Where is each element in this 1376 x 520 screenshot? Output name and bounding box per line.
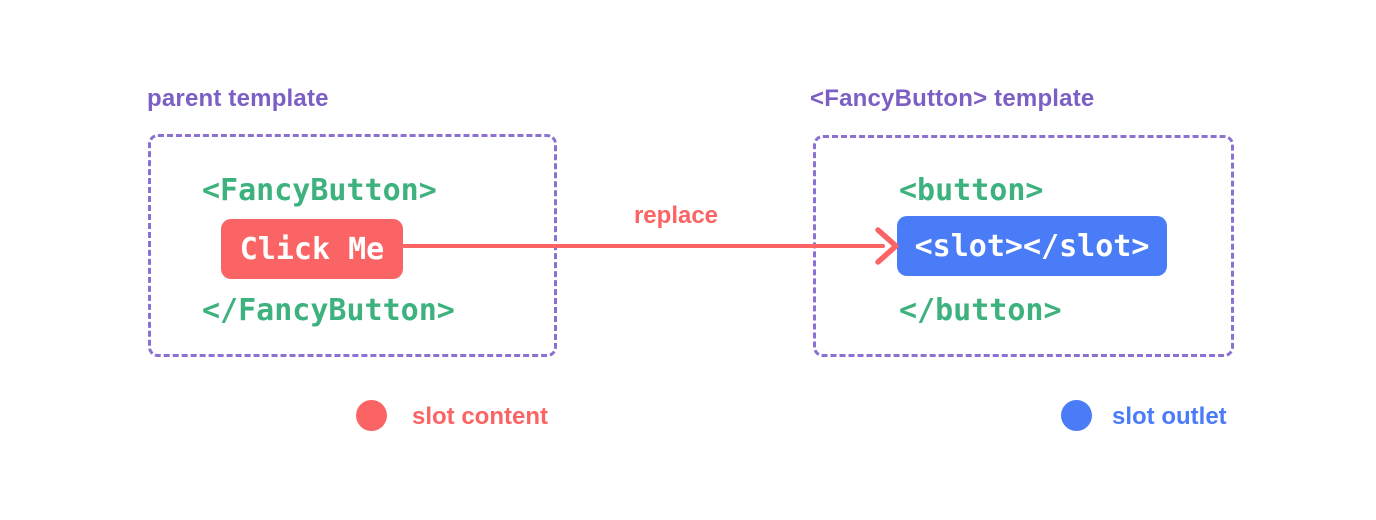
replace-label: replace	[633, 202, 719, 229]
slot-outlet-label: slot outlet	[1112, 403, 1227, 430]
parent-template-title: parent template	[147, 85, 329, 112]
button-close-tag: </button>	[899, 293, 1062, 328]
slot-content-dot-icon	[356, 400, 387, 431]
slot-content-label: slot content	[412, 403, 548, 430]
button-open-tag: <button>	[899, 173, 1044, 208]
fancybutton-template-title: <FancyButton> template	[810, 85, 1095, 112]
fancybutton-open-tag: <FancyButton>	[202, 173, 437, 208]
click-me-button: Click Me	[221, 219, 403, 279]
slot-outlet-dot-icon	[1061, 400, 1092, 431]
slot-outlet-button: <slot></slot>	[897, 216, 1167, 276]
fancybutton-close-tag: </FancyButton>	[202, 293, 455, 328]
